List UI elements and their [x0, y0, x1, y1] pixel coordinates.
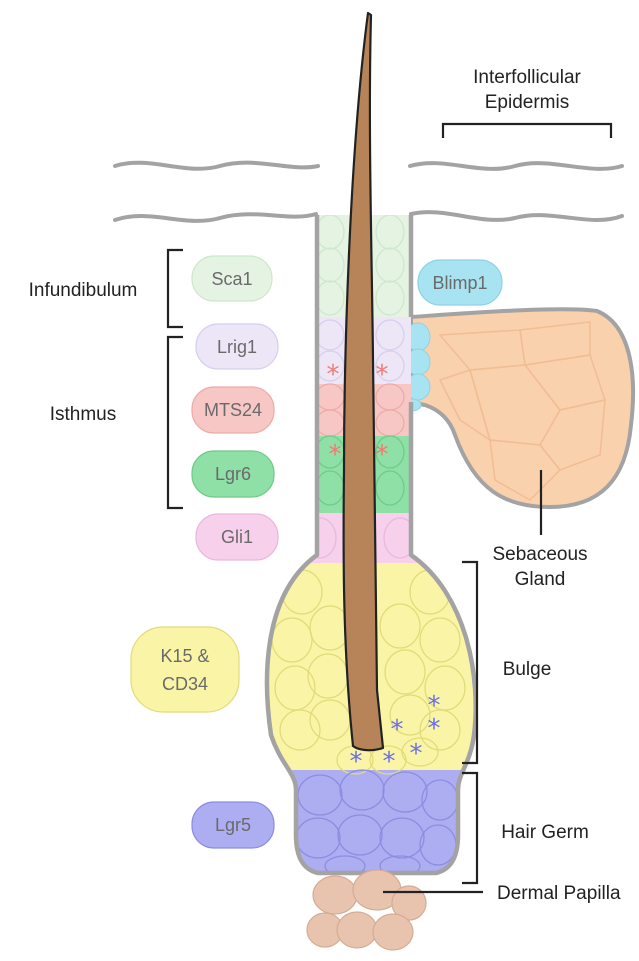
marker-lgr5-label: Lgr5 [215, 815, 251, 835]
label-hair-germ: Hair Germ [501, 822, 589, 843]
marker-k15-cd34: K15 & CD34 [131, 627, 239, 712]
marker-k15-cd34-line1: K15 & [160, 646, 209, 666]
dermal-papilla [307, 870, 426, 950]
marker-lrig1: Lrig1 [196, 324, 278, 369]
label-interfollicular-line1: Interfollicular [473, 67, 581, 88]
asterisk-bulge-2: * [428, 714, 441, 744]
asterisk-bulge-4: * [410, 739, 423, 769]
marker-lgr5: Lgr5 [192, 802, 274, 848]
asterisk-lrig1-right: * [376, 360, 389, 390]
marker-blimp1: Blimp1 [418, 260, 502, 305]
asterisk-lgr6-left: * [329, 440, 342, 470]
marker-lgr6-label: Lgr6 [215, 464, 251, 484]
asterisk-lgr6-right: * [376, 440, 389, 470]
label-sebaceous-line1: Sebaceous [492, 544, 587, 565]
marker-blimp1-label: Blimp1 [432, 273, 487, 293]
marker-gli1: Gli1 [196, 514, 278, 560]
marker-lrig1-label: Lrig1 [217, 337, 257, 357]
asterisk-lrig1-left: * [327, 360, 340, 390]
marker-sca1: Sca1 [192, 256, 272, 301]
marker-gli1-label: Gli1 [221, 527, 253, 547]
label-bulge: Bulge [503, 659, 552, 680]
asterisk-bulge-3: * [391, 715, 404, 745]
label-dermal-papilla: Dermal Papilla [497, 883, 621, 904]
label-isthmus: Isthmus [50, 404, 117, 425]
marker-mts24-label: MTS24 [204, 400, 262, 420]
marker-k15-cd34-line2: CD34 [162, 674, 208, 694]
asterisk-bulge-6: * [383, 747, 396, 777]
marker-lgr6: Lgr6 [192, 451, 274, 497]
label-sebaceous-line2: Gland [515, 569, 566, 590]
marker-mts24: MTS24 [192, 387, 274, 433]
label-interfollicular-line2: Epidermis [485, 92, 569, 113]
asterisk-bulge-5: * [350, 747, 363, 777]
marker-sca1-label: Sca1 [211, 269, 252, 289]
sebaceous-gland [411, 309, 633, 507]
label-infundibulum: Infundibulum [29, 280, 138, 301]
